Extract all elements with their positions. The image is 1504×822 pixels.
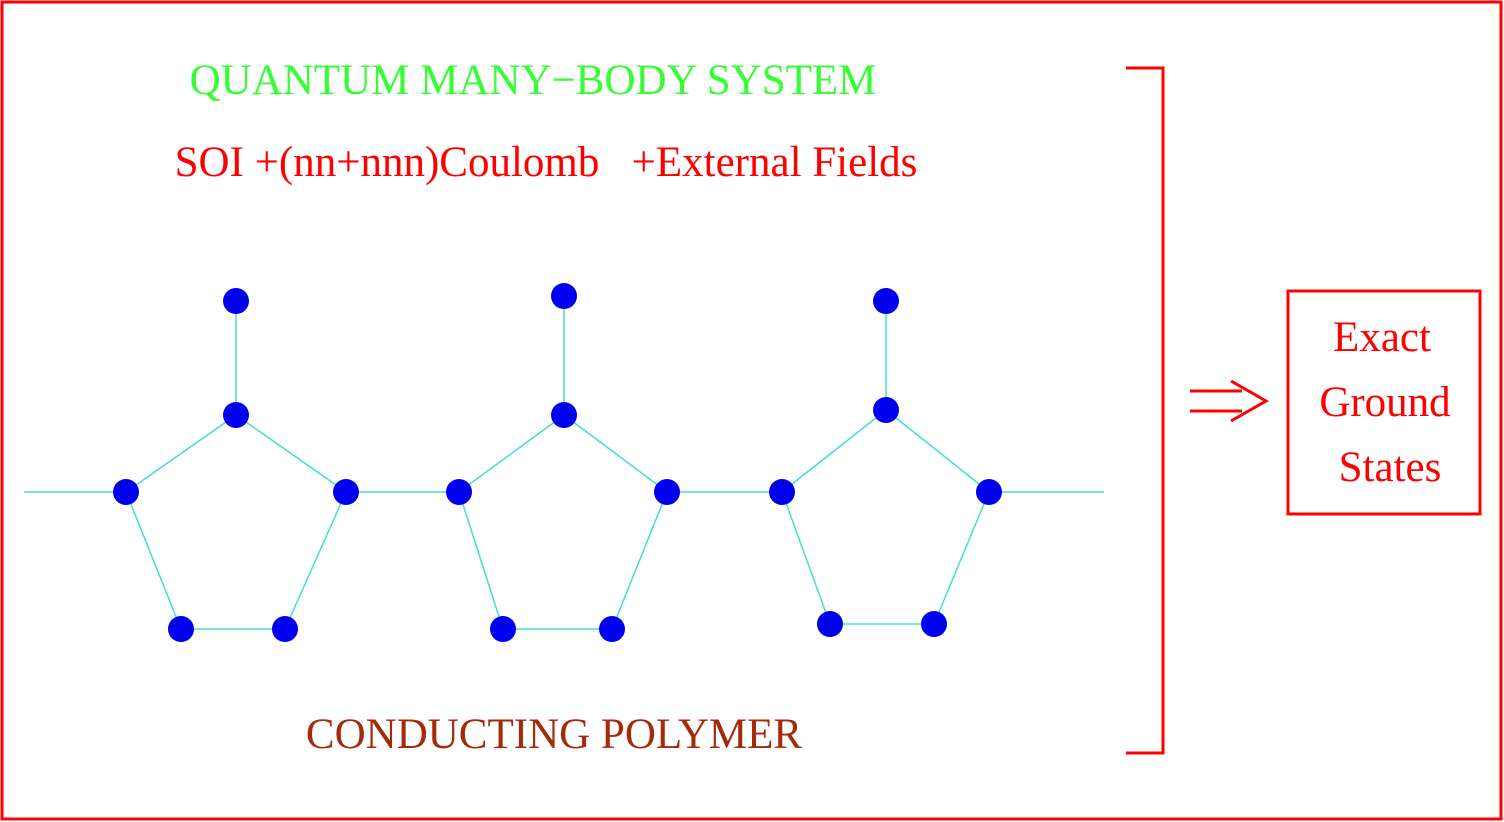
ring-1-atom	[272, 616, 298, 642]
ring-2-atom	[490, 616, 516, 642]
ring-3-bond	[933, 491, 990, 625]
ring-2-bond	[458, 491, 504, 630]
ring-2-bond	[563, 414, 668, 493]
ring-3-bond	[781, 409, 887, 493]
ring-2-bond	[611, 491, 668, 630]
ring-1-bond	[284, 491, 347, 630]
system-bracket	[1126, 66, 1165, 755]
ring-1-pendant-atom	[223, 288, 249, 314]
ring-1-bond	[125, 491, 182, 630]
ring-2-pendant-atom	[551, 283, 577, 309]
ring-3-atom	[921, 611, 947, 637]
result-line-1: Exact	[1333, 314, 1431, 361]
ring-3-atom	[769, 479, 795, 505]
ring-1-atom	[223, 402, 249, 428]
ring-3-atom	[873, 397, 899, 423]
ring-2-bond	[458, 414, 565, 493]
ring-1-bond	[235, 414, 347, 493]
ring-1-atom	[113, 479, 139, 505]
ring-2-atom	[599, 616, 625, 642]
hamiltonian-terms: SOI +(nn+nnn)Coulomb +External Fields	[175, 139, 918, 186]
ring-3-bond	[781, 491, 831, 625]
ring-3-atom	[817, 611, 843, 637]
result-box	[1286, 289, 1482, 516]
result-line-2: Ground	[1319, 379, 1450, 426]
implies-arrow-icon	[1190, 379, 1270, 423]
ring-1-bond	[125, 414, 237, 493]
ring-1-atom	[168, 616, 194, 642]
ring-1-atom	[333, 479, 359, 505]
ring-2-atom	[446, 479, 472, 505]
polymer-molecule	[24, 283, 1104, 642]
ring-3-bond	[885, 409, 990, 493]
ring-3-pendant-atom	[873, 288, 899, 314]
diagram-title: QUANTUM MANY−BODY SYSTEM	[190, 57, 877, 104]
result-line-3: States	[1339, 444, 1442, 491]
ring-2-atom	[654, 479, 680, 505]
polymer-caption: CONDUCTING POLYMER	[306, 711, 802, 758]
ring-2-atom	[551, 402, 577, 428]
ring-3-atom	[976, 479, 1002, 505]
